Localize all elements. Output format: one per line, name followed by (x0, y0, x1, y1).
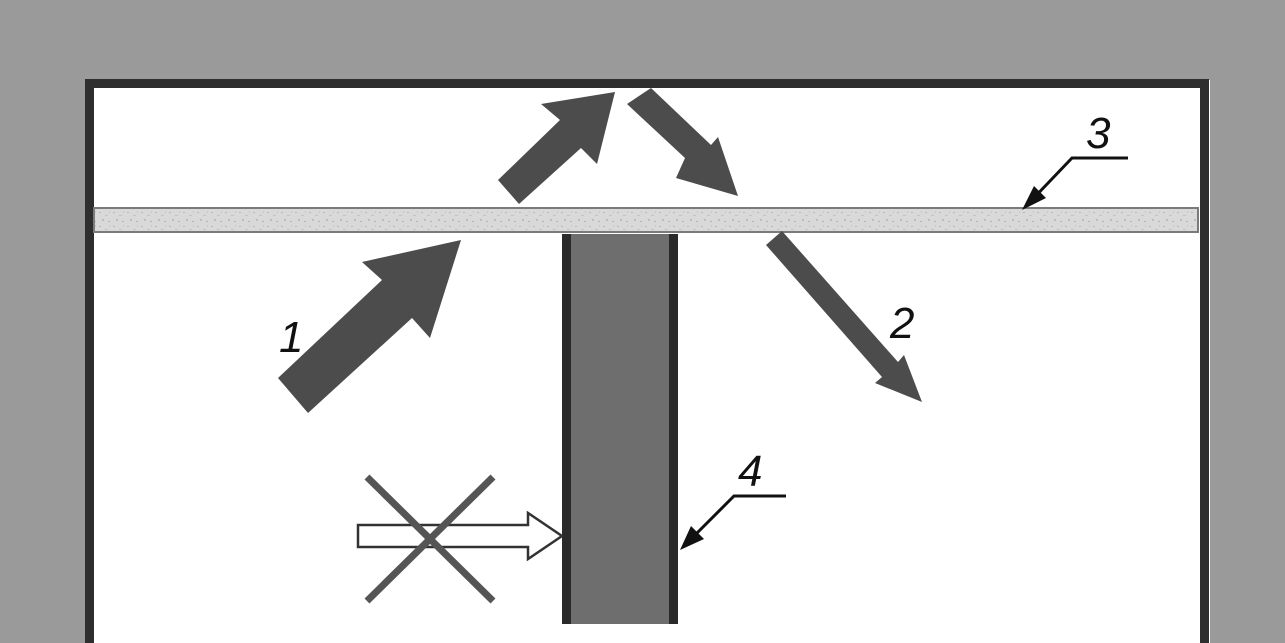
label-flow-out: 2 (889, 299, 914, 348)
sound-arrow-transmitted-up (498, 92, 615, 204)
partition-wall (562, 234, 678, 624)
leader-line-4 (684, 494, 786, 546)
partition-wall-edge-left (562, 234, 571, 624)
label-partition-wall: 4 (738, 447, 762, 496)
leader-line-3 (1026, 156, 1128, 206)
room-border (85, 79, 1209, 643)
cross-out-line-b (364, 474, 496, 604)
leader-arrowhead-3 (1022, 186, 1046, 210)
ceiling-panel (93, 207, 1199, 233)
partition-wall-edge-right (669, 234, 678, 624)
label-ceiling-panel: 3 (1086, 109, 1111, 158)
label-flow-in: 1 (279, 313, 303, 362)
sound-arrow-incident (278, 240, 461, 413)
sound-arrow-reflected-down (627, 88, 738, 196)
blocked-path-arrow-icon (356, 510, 565, 562)
sound-arrow-flanking (766, 231, 922, 402)
leader-arrowhead-4 (680, 526, 704, 550)
